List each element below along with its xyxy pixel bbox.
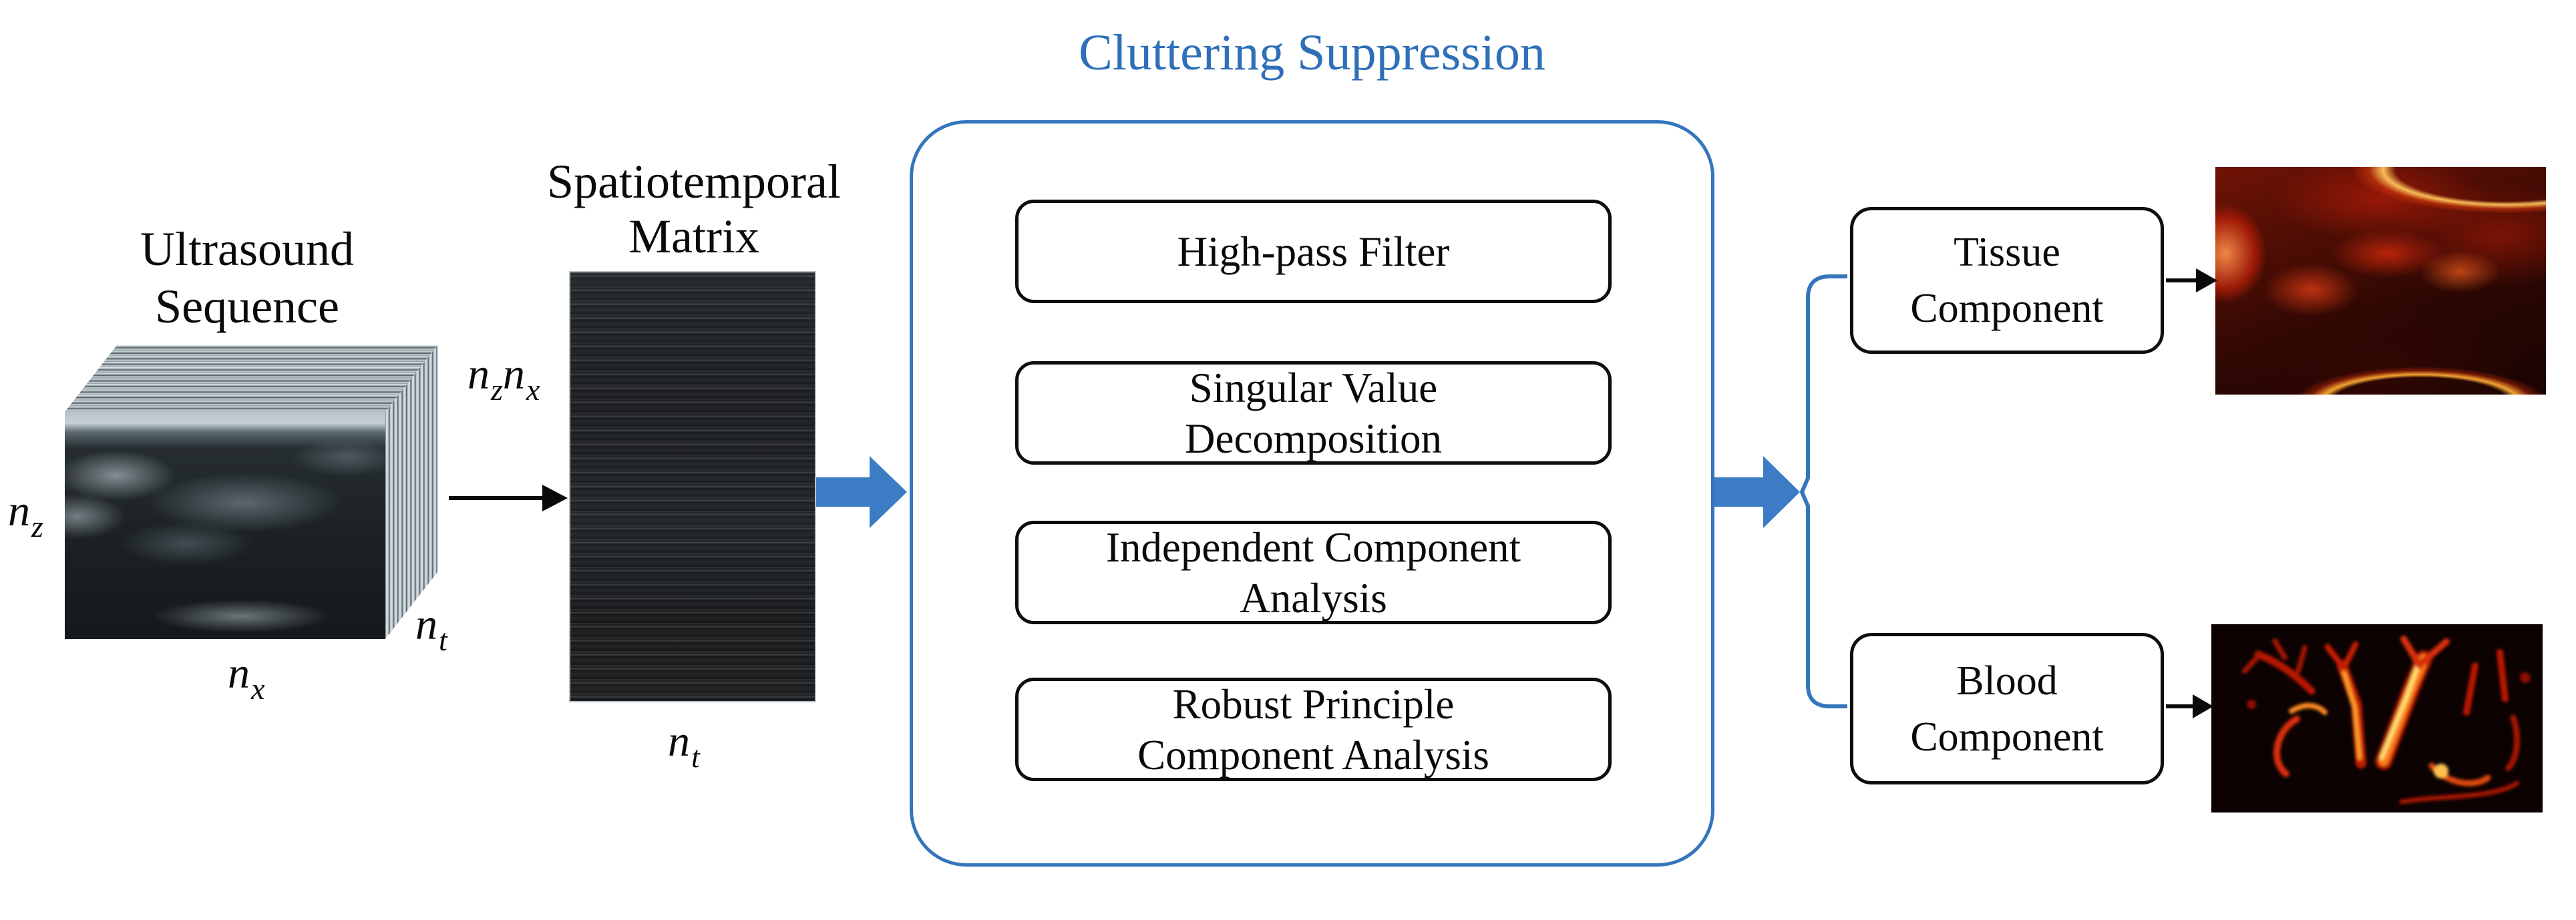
method-2-line1: Singular Value bbox=[1189, 364, 1438, 411]
tissue-component-box: Tissue Component bbox=[1850, 207, 2164, 354]
dim-nznx-sub1: z bbox=[491, 373, 503, 407]
dim-nt-matrix-sub: t bbox=[691, 740, 700, 774]
spatiotemporal-matrix bbox=[569, 271, 816, 702]
method-3-line2: Analysis bbox=[1240, 574, 1387, 622]
dim-nz-sub: z bbox=[31, 509, 43, 543]
method-3-line1: Independent Component bbox=[1105, 523, 1521, 571]
method-4-line1: Robust Principle bbox=[1172, 680, 1455, 728]
blood-component-box: Blood Component bbox=[1850, 633, 2164, 784]
dim-nz-base: n bbox=[8, 487, 30, 535]
input-title-line1: Ultrasound bbox=[140, 222, 354, 276]
matrix-title-line1: Spatiotemporal bbox=[547, 155, 841, 208]
method-box-independent-component-analysis: Independent Component Analysis bbox=[1015, 521, 1612, 624]
dim-nx-sub: x bbox=[251, 672, 265, 706]
stack-top-slices bbox=[65, 345, 437, 412]
dim-nznx-sub2: x bbox=[526, 373, 540, 407]
matrix-title-line2: Matrix bbox=[628, 210, 759, 263]
blood-box-line2: Component bbox=[1910, 714, 2104, 760]
method-2-line2: Decomposition bbox=[1185, 415, 1442, 462]
ultrasound-sequence-stack bbox=[65, 345, 437, 639]
method-box-robust-principle-component-analysis: Robust Principle Component Analysis bbox=[1015, 678, 1612, 781]
dim-nt-cube-sub: t bbox=[439, 623, 447, 657]
input-title-line2: Sequence bbox=[155, 280, 339, 333]
blood-box-line1: Blood bbox=[1956, 658, 2058, 704]
input-title: Ultrasound Sequence bbox=[94, 220, 401, 335]
dim-nz-label: nz bbox=[8, 488, 43, 550]
block-arrow-matrix-to-suppression bbox=[816, 456, 907, 528]
dim-nznx-base1: n bbox=[468, 350, 490, 399]
dim-nt-matrix-base: n bbox=[668, 717, 690, 766]
dim-nznx-base2: n bbox=[502, 350, 525, 399]
dim-nt-matrix-label: nt bbox=[668, 718, 700, 780]
method-box-singular-value-decomposition: Singular Value Decomposition bbox=[1015, 361, 1612, 465]
dim-nznx-label: nznx bbox=[468, 351, 540, 413]
branch-bracket bbox=[1799, 274, 1847, 708]
arrow-blood-box-to-image bbox=[2166, 694, 2213, 718]
dim-nt-cube-base: n bbox=[415, 600, 437, 649]
tissue-box-line2: Component bbox=[1910, 286, 2104, 331]
ultrasound-bmode-frame bbox=[65, 412, 385, 639]
suppression-title: Cluttering Suppression bbox=[1079, 25, 1545, 81]
arrow-tissue-box-to-image bbox=[2166, 268, 2217, 292]
block-arrow-suppression-to-outputs bbox=[1714, 456, 1800, 528]
dim-nx-label: nx bbox=[228, 650, 264, 712]
arrow-cube-to-matrix bbox=[449, 485, 568, 511]
method-box-high-pass-filter: High-pass Filter bbox=[1015, 200, 1612, 303]
tissue-box-line1: Tissue bbox=[1954, 230, 2060, 275]
blood-component-image bbox=[2211, 624, 2543, 813]
method-1-line1: High-pass Filter bbox=[1177, 228, 1450, 275]
dim-nx-base: n bbox=[228, 649, 250, 698]
tissue-component-image bbox=[2215, 167, 2546, 395]
matrix-title: Spatiotemporal Matrix bbox=[537, 154, 851, 264]
dim-nt-cube-label: nt bbox=[415, 602, 447, 664]
method-4-line2: Component Analysis bbox=[1137, 731, 1489, 778]
blood-vessels-graphic bbox=[2242, 636, 2531, 804]
